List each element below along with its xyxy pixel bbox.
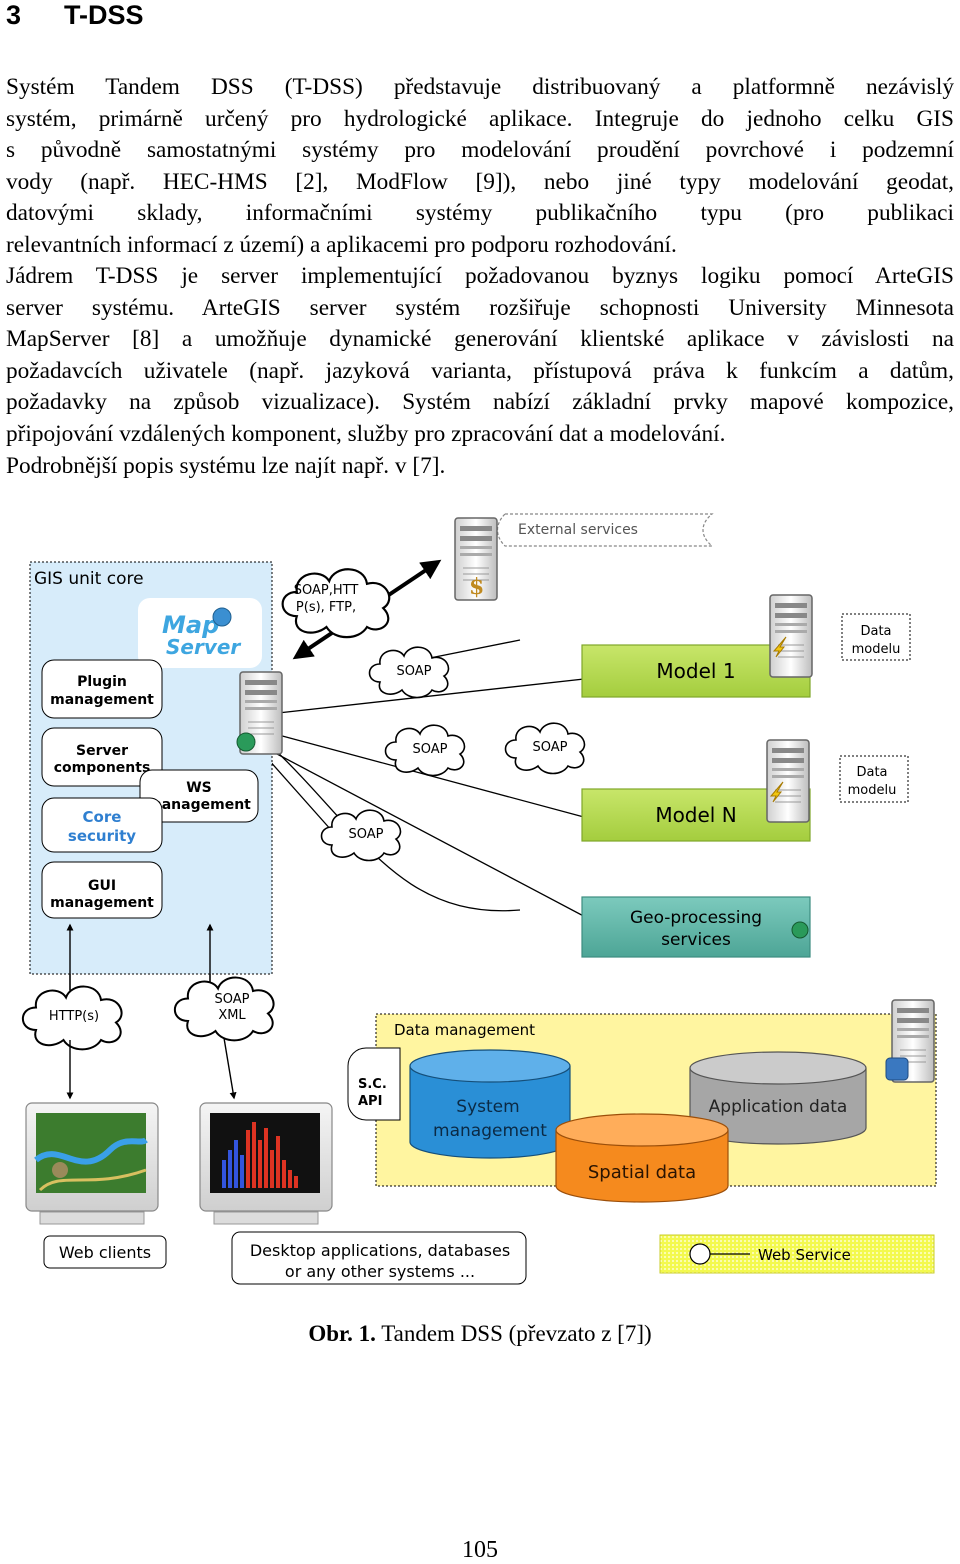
application-data-db: Application data [689, 1051, 867, 1145]
paragraph-line: požadavcích uživatele (např. jazyková va… [6, 357, 954, 384]
paragraph-line: s původně samostatnými systémy pro model… [6, 137, 954, 164]
paragraph-line: MapServer [8] a umožňuje dynamické gener… [6, 326, 954, 353]
box-label: management [50, 692, 154, 708]
desktop-applications: Desktop applications, databases or any o… [199, 1102, 527, 1285]
paragraph-line: vody (např. HEC-HMS [2], ModFlow [9]), n… [6, 168, 954, 195]
caption-label: Obr. 1. [308, 1321, 376, 1346]
svg-text:$: $ [469, 574, 484, 600]
external-server-icon: $ [454, 517, 498, 601]
box-label: WS [186, 780, 212, 796]
section-title: T-DSS [64, 0, 144, 30]
paragraph-line: Systém Tandem DSS (T-DSS) představuje di… [6, 74, 954, 100]
geo-processing-services: Geo-processing services [581, 896, 811, 958]
globe-icon [212, 607, 232, 627]
model-label: Model N [655, 803, 736, 827]
model-server-icon [769, 594, 813, 678]
cloud-label: XML [218, 1008, 246, 1023]
paragraph-line: relevantních informací z území) a aplika… [6, 231, 677, 258]
tdss-architecture-figure: GIS unit core Map Server Plugin manageme… [21, 513, 937, 1285]
model-label: Model 1 [656, 659, 735, 683]
database-server-icon [885, 999, 935, 1083]
data-management: Data management S.C. API System manageme… [347, 999, 937, 1203]
paragraph-intro: Systém Tandem DSS (T-DSS) představuje di… [6, 72, 954, 262]
paragraph-line: připojování vzdálených komponent, služby… [6, 420, 726, 447]
web-clients: Web clients [25, 1102, 167, 1269]
data-model-label: Data [856, 765, 887, 780]
desktop-monitor [199, 1102, 333, 1225]
geo-processing-label: Geo-processing [630, 908, 762, 928]
gis-unit-core: GIS unit core Map Server Plugin manageme… [29, 561, 273, 975]
box-label: security [68, 827, 136, 845]
paragraph-line: Podrobnější popis systému lze najít např… [6, 452, 446, 479]
paragraph-line: požadavky na způsob vizualizace). Systém… [6, 389, 954, 416]
section-heading: 3 T-DSS [6, 0, 144, 30]
box-label: Core [83, 808, 122, 826]
paragraph-line: datovými sklady, informačními systémy pu… [6, 200, 954, 227]
model-n: Model N Data modelu [581, 739, 909, 842]
geo-processing-label: services [661, 930, 731, 950]
desktop-apps-label: Desktop applications, databases [250, 1241, 510, 1260]
gui-management-box: GUI management [41, 861, 163, 919]
globe-icon [791, 921, 809, 939]
box-label: management [147, 797, 251, 813]
page-number: 105 [462, 1537, 498, 1563]
external-services: External services $ [454, 513, 714, 601]
section-number: 3 [6, 0, 22, 30]
cloud-label: SOAP [397, 664, 432, 679]
sc-api-label: API [358, 1094, 382, 1109]
web-service-symbol-icon [689, 1243, 711, 1265]
sc-api: S.C. API [347, 1047, 401, 1121]
server-components-box: Server components [41, 727, 163, 787]
model-server-icon [766, 739, 810, 823]
box-label: components [54, 760, 151, 776]
legend: Web Service [659, 1234, 935, 1274]
web-client-monitor [25, 1102, 159, 1225]
soap-xml-arrow-down [223, 1037, 237, 1100]
box-label: GUI [88, 878, 116, 894]
model-1: Model 1 Data modelu [581, 594, 911, 698]
paragraph-core: Jádrem T-DSS je server implementující po… [6, 261, 954, 482]
main-server-icon [236, 671, 283, 755]
cloud-label: HTTP(s) [49, 1009, 99, 1024]
db-label: management [433, 1121, 547, 1141]
desktop-apps-label: or any other systems ... [285, 1262, 475, 1281]
data-model-label: Data [860, 624, 891, 639]
db-label: Application data [709, 1097, 848, 1117]
paragraph-line: systém, primárně určený pro hydrologické… [6, 105, 954, 132]
data-management-label: Data management [394, 1021, 535, 1039]
cloud-label: SOAP [533, 740, 568, 755]
data-model-label: modelu [848, 783, 897, 798]
external-services-label: External services [518, 522, 638, 538]
spatial-data-db: Spatial data [555, 1113, 729, 1203]
core-security-box: Core security [41, 797, 163, 853]
web-clients-label: Web clients [59, 1243, 151, 1262]
cloud-label: SOAP [215, 992, 250, 1007]
system-management-db: System management [409, 1049, 571, 1159]
data-model-label: modelu [852, 642, 901, 657]
legend-label: Web Service [758, 1246, 851, 1264]
mapserver-logo-text: Map [162, 611, 219, 639]
gis-unit-core-label: GIS unit core [34, 569, 144, 589]
mapserver-logo: Map Server [138, 598, 262, 668]
paragraph-line: Jádrem T-DSS je server implementující po… [6, 263, 954, 289]
paragraph-line: server systému. ArteGIS server systém ro… [6, 294, 954, 321]
sc-api-label: S.C. [358, 1077, 387, 1092]
box-label: Plugin [77, 674, 127, 690]
cloud-label: P(s), FTP, [296, 600, 356, 615]
plugin-management-box: Plugin management [41, 659, 163, 719]
cloud-label: SOAP,HTT [294, 583, 359, 598]
box-label: Server [76, 743, 128, 759]
db-label: Spatial data [588, 1162, 696, 1183]
box-label: management [50, 895, 154, 911]
ws-management-box: WS management [139, 769, 259, 823]
figure-caption: Obr. 1. Tandem DSS (převzato z [7]) [0, 1320, 960, 1348]
cloud-label: SOAP [413, 742, 448, 757]
db-label: System [456, 1097, 519, 1117]
mapserver-logo-text: Server [166, 635, 241, 659]
caption-text: Tandem DSS (převzato z [7]) [375, 1321, 652, 1346]
cloud-label: SOAP [349, 827, 384, 842]
histogram-icon [222, 1122, 298, 1188]
